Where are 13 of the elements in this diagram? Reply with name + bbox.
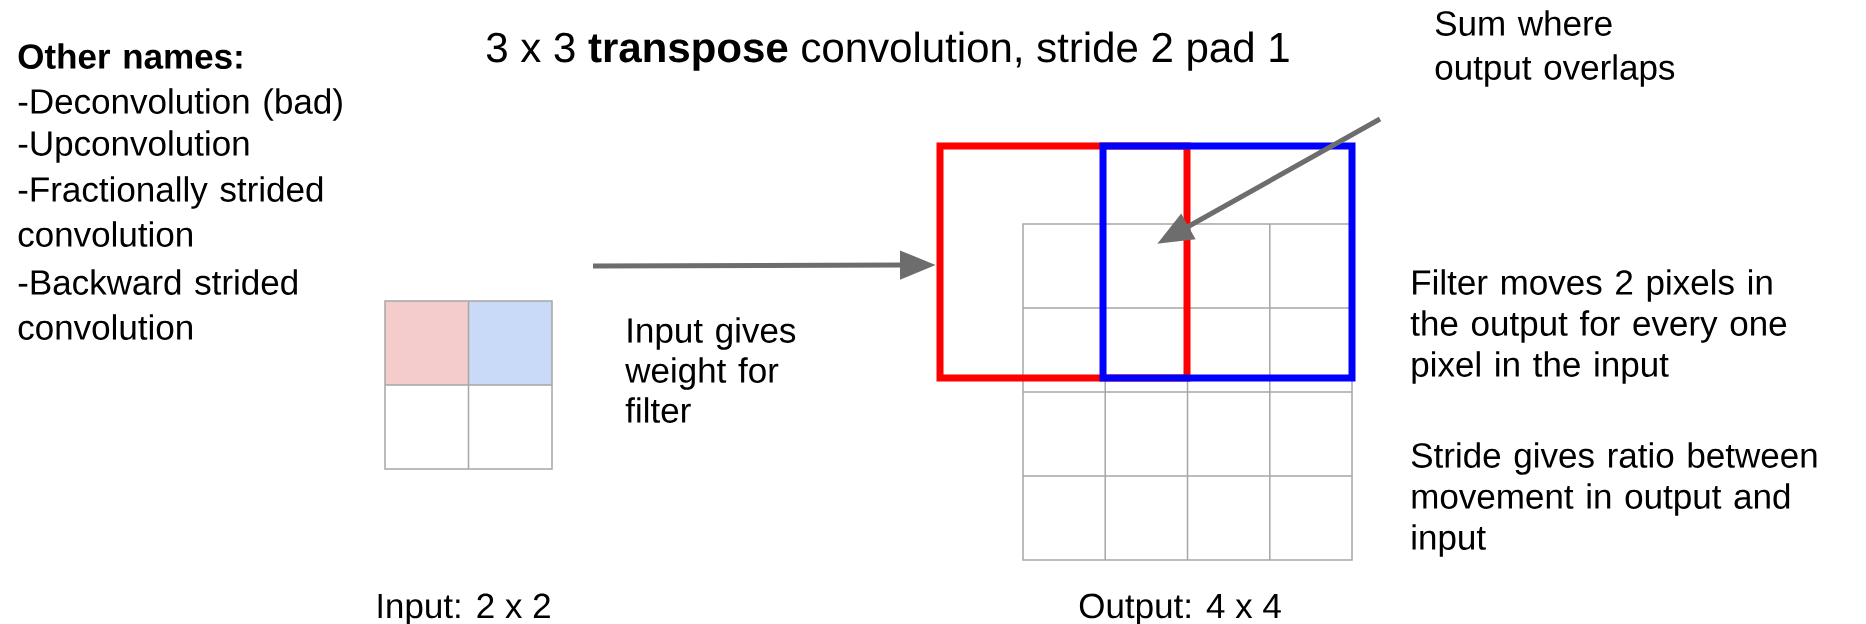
callout-text: Sum where output overlaps: [1435, 10, 1675, 87]
filter-outline: [1099, 142, 1356, 382]
note-text: Filter moves 2 pixels in the output for every one pixel in the input: [1410, 269, 1787, 384]
note-text: -Fractionally strided convolution: [18, 176, 323, 247]
title: 3 x 3 transpose convolution, stride 2 pad 1: [486, 31, 1289, 71]
grid-drawing: [384, 300, 553, 470]
note-text: -Backward strided convolution: [18, 269, 297, 340]
note-text: -Deconvolution (bad): [18, 88, 342, 121]
filter-outline: [936, 142, 1191, 382]
note-text: -Upconvolution: [18, 130, 249, 163]
list-heading: Other names:: [18, 43, 242, 69]
note-text: Input gives weight for filter: [625, 317, 796, 423]
note-text: Stride gives ratio between movement in output and input: [1411, 442, 1817, 557]
